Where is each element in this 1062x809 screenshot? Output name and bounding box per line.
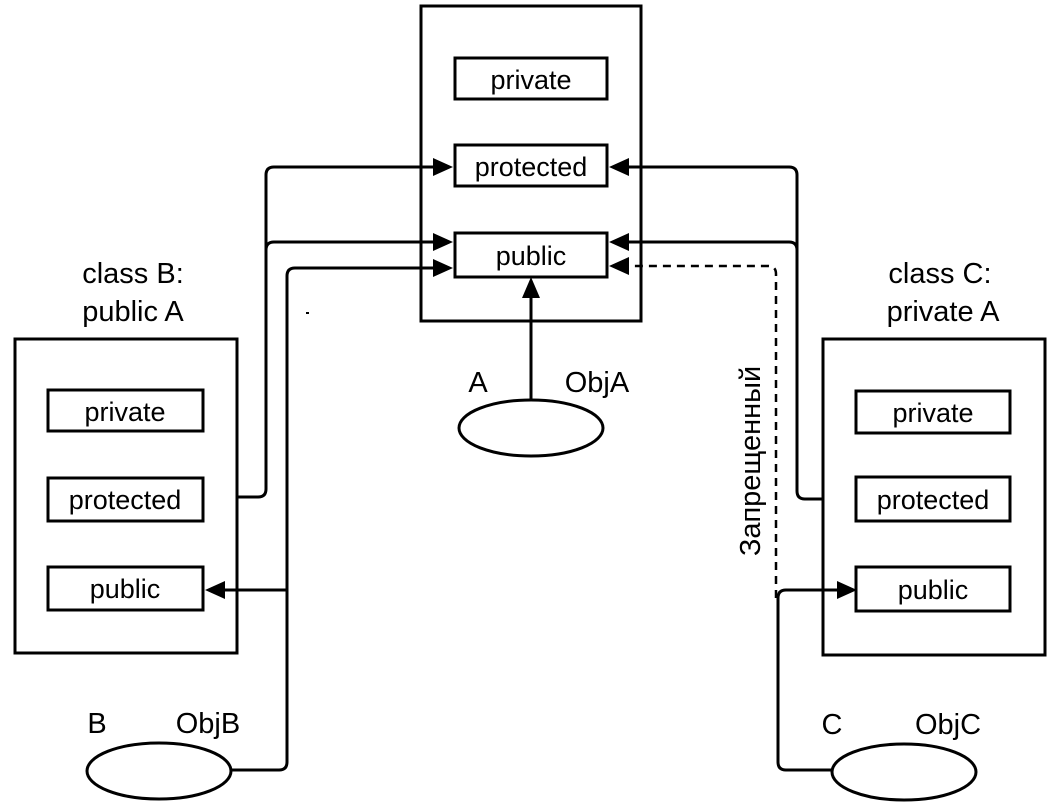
object-a-name-label: ObjA [565, 367, 630, 399]
objc-forbidden-line [628, 264, 778, 598]
c-protected-to-a-protected-line [628, 165, 823, 501]
c-protected-arrowhead [609, 158, 629, 176]
object-c-name-label: ObjC [915, 709, 981, 741]
objb-b-public-arrowhead [205, 581, 225, 599]
object-a: A ObjA [457, 277, 630, 458]
class-b-private-member [46, 388, 205, 433]
class-a-private-label: private [490, 65, 571, 95]
objc-c-public-arrowhead [837, 581, 857, 599]
class-c-connectors [609, 158, 857, 772]
class-b-protected-label: protected [69, 485, 182, 515]
class-c-protected-label: protected [877, 485, 990, 515]
object-c: C ObjC [822, 709, 981, 802]
object-b-name-label: ObjB [176, 708, 240, 740]
class-a-protected-member [453, 143, 609, 188]
class-c-title-line2: private A [887, 296, 1000, 328]
class-b-private-label: private [84, 397, 165, 427]
c-protected-public-arrowhead [609, 233, 629, 251]
class-b-box: class B: public A private protected publ… [13, 258, 239, 655]
class-c-public-label: public [898, 575, 969, 605]
class-b-title-line1: class B: [82, 258, 184, 290]
objb-to-a-public-line [231, 266, 434, 772]
b-protected-public-arrowhead [433, 233, 453, 251]
class-a-public-label: public [496, 241, 567, 271]
objc-to-c-public-line [776, 588, 838, 772]
class-c-public-member [854, 565, 1012, 613]
class-b-protected-member [46, 476, 205, 523]
class-b-title-line2: public A [82, 296, 184, 328]
object-b-oval [85, 741, 233, 801]
object-a-arrowhead [522, 277, 540, 298]
b-protected-to-a-protected-line [238, 165, 434, 499]
forbidden-access-label: Запрещенный [735, 366, 767, 556]
object-c-class-label: C [822, 709, 843, 741]
class-c-protected-member [854, 475, 1012, 523]
class-b-public-label: public [90, 574, 161, 604]
object-b: B ObjB [85, 708, 240, 801]
class-b-public-member [46, 565, 205, 612]
class-a-private-member [453, 56, 609, 101]
b-protected-arrowhead [433, 158, 453, 176]
class-a-protected-label: protected [475, 152, 588, 182]
class-a-public-member [453, 231, 609, 279]
class-b-connectors [205, 158, 453, 772]
b-protected-to-a-public-line [264, 240, 434, 251]
class-c-box: class C: private A private protected pub… [821, 258, 1047, 657]
objb-public-arrowhead [433, 259, 453, 277]
class-c-private-member [854, 389, 1012, 435]
class-c-private-label: private [892, 398, 973, 428]
object-a-class-label: A [468, 367, 488, 399]
object-c-oval [830, 742, 978, 802]
objc-forbidden-arrowhead [609, 257, 629, 275]
object-a-oval [457, 398, 605, 458]
c-protected-to-a-public-line [628, 240, 799, 251]
class-c-title-line1: class C: [888, 258, 991, 290]
class-a-box: private protected public [419, 4, 643, 323]
object-b-class-label: B [87, 708, 106, 740]
